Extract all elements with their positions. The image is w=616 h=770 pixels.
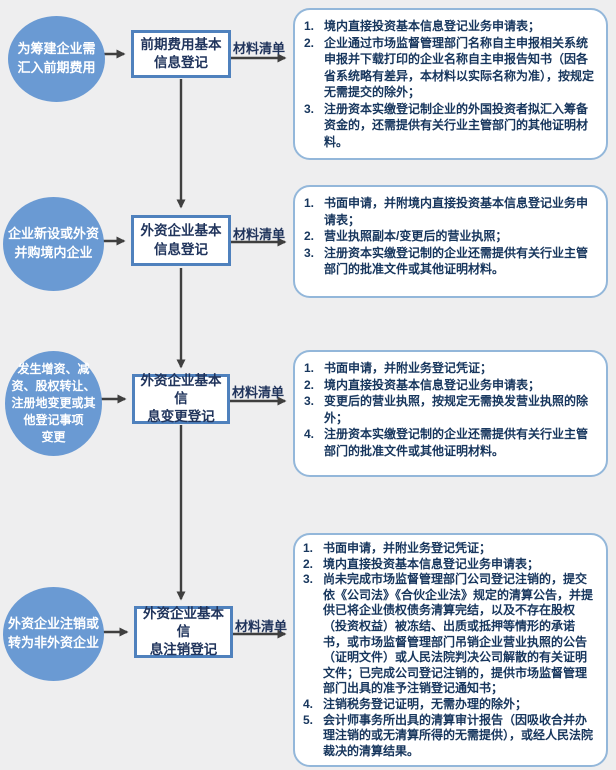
material-item-text: 尚未完成市场监督管理部门公司登记注销的，提交依《公司法》《合伙企业法》规定的清算… [323, 572, 594, 696]
trigger-text-line: 资、股权转让、 [11, 378, 96, 393]
material-item-text: 书面申请，并附业务登记凭证； [324, 361, 493, 375]
process-box-deregistration: 外资企业基本信 息注销登记 [134, 606, 233, 658]
process-box-basic-info-registration: 外资企业基本 信息登记 [131, 215, 231, 266]
trigger-ellipse-prep-funds: 为筹建企业需 汇入前期费用 [8, 16, 105, 102]
material-item-number: 2. [304, 229, 315, 244]
material-item: 4. 注销税务登记证明，无需办理的除外； [303, 697, 598, 713]
material-item: 1. 书面申请，并附境内直接投资基本信息登记业务申请表； [304, 195, 596, 228]
material-item: 3. 尚未完成市场监督管理部门公司登记注销的，提交依《公司法》《合伙企业法》规定… [303, 572, 598, 697]
material-item-text: 注册资本实缴登记制的企业还需提供有关行业主管部门的批准文件或其他证明材料。 [324, 245, 589, 277]
material-item: 4. 注册资本实缴登记制的企业还需提供有关行业主管部门的批准文件或其他证明材料。 [304, 426, 596, 459]
material-item-number: 3. [304, 245, 315, 260]
material-item: 2. 境内直接投资基本信息登记业务申请表； [303, 557, 598, 573]
materials-box-prep-fee: 1. 境内直接投资基本信息登记业务申请表； 2. 企业通过市场监督管理部门名称自… [293, 8, 608, 161]
trigger-text-line: 发生增资、减 [17, 361, 90, 376]
process-text-line: 外资企业基本 [140, 223, 222, 239]
process-text-line: 信息登记 [154, 55, 208, 70]
material-item-text: 书面申请，并附境内直接投资基本信息登记业务申请表； [324, 196, 589, 227]
material-item-number: 4. [303, 696, 314, 711]
material-item-text: 境内直接投资基本信息登记业务申请表； [324, 19, 541, 33]
trigger-text-line: 并购境内企业 [14, 245, 93, 260]
material-item-text: 企业通过市场监督管理部门名称自主申报相关系统申报并下载打印的企业名称自主申报告知… [324, 35, 595, 100]
material-item: 3. 注册资本实缴登记制企业的外国投资者拟汇入筹备资金的，还需提供有关行业主管部… [304, 101, 596, 151]
material-item: 2. 营业执照副本/变更后的营业执照； [304, 228, 596, 245]
material-item-number: 1. [304, 361, 315, 375]
material-item-number: 3. [303, 572, 314, 587]
process-box-prep-fee-registration: 前期费用基本 信息登记 [131, 30, 231, 78]
material-item-text: 营业执照副本/变更后的营业执照； [324, 229, 508, 244]
materials-box-deregistration: 1. 书面申请，并附业务登记凭证； 2. 境内直接投资基本信息登记业务申请表； … [293, 533, 608, 768]
material-item-number: 2. [304, 35, 315, 50]
process-text-line: 外资企业基本信 [140, 372, 222, 406]
material-item-text: 书面申请，并附业务登记凭证； [323, 541, 492, 555]
material-item-number: 1. [304, 19, 315, 33]
material-item-number: 2. [304, 377, 315, 392]
material-item-text: 注销税务登记证明，无需办理的除外； [323, 696, 528, 711]
trigger-ellipse-change-events: 发生增资、减 资、股权转让、 注册地变更或其 他登记事项 变更 [5, 351, 102, 456]
material-item-text: 注册资本实缴登记制的企业还需提供有关行业主管部门的批准文件或其他证明材料。 [324, 427, 589, 458]
materials-box-change: 1. 书面申请，并附业务登记凭证； 2. 境内直接投资基本信息登记业务申请表； … [293, 350, 608, 477]
material-item: 1. 书面申请，并附业务登记凭证； [303, 541, 598, 557]
materials-list-label: 材料清单 [235, 619, 288, 634]
material-item: 2. 企业通过市场监督管理部门名称自主申报相关系统申报并下载打印的企业名称自主申… [304, 35, 596, 101]
material-item-text: 会计师事务所出具的清算审计报告（因吸收合并办理注销的或无清算所得的无需提供），或… [323, 712, 594, 758]
trigger-text-line: 他登记事项 [23, 413, 84, 428]
trigger-text-line: 变更 [41, 430, 66, 445]
material-item-number: 3. [304, 394, 315, 409]
material-item-text: 境内直接投资基本信息登记业务申请表； [324, 377, 541, 392]
material-item-text: 境内直接投资基本信息登记业务申请表； [323, 556, 540, 571]
trigger-text-line: 汇入前期费用 [17, 60, 96, 75]
material-item-number: 5. [303, 712, 314, 727]
material-item-number: 1. [304, 196, 315, 210]
material-item: 2. 境内直接投资基本信息登记业务申请表； [304, 377, 596, 394]
material-item-number: 1. [303, 541, 314, 555]
trigger-text-line: 企业新设或外资 [7, 226, 99, 242]
materials-list-label: 材料清单 [233, 227, 286, 242]
process-text-line: 息变更登记 [147, 409, 215, 425]
process-text-line: 信息登记 [154, 241, 208, 257]
trigger-ellipse-new-establishment: 企业新设或外资 并购境内企业 [3, 197, 104, 291]
materials-box-basic-info: 1. 书面申请，并附境内直接投资基本信息登记业务申请表； 2. 营业执照副本/变… [293, 185, 608, 298]
trigger-text-line: 转为非外资企业 [7, 635, 99, 650]
trigger-text-line: 外资企业注销或 [7, 616, 99, 632]
material-item-text: 注册资本实缴登记制企业的外国投资者拟汇入筹备资金的，还需提供有关行业主管部门的其… [324, 101, 589, 149]
process-text-line: 息注销登记 [149, 642, 218, 658]
trigger-ellipse-deregistration: 外资企业注销或 转为非外资企业 [3, 587, 104, 681]
process-box-change-registration: 外资企业基本信 息变更登记 [132, 372, 230, 425]
process-text-line: 前期费用基本 [140, 36, 222, 52]
trigger-text-line: 注册地变更或其 [11, 395, 96, 410]
material-item: 1. 书面申请，并附业务登记凭证； [304, 360, 596, 377]
trigger-text-line: 为筹建企业需 [17, 41, 96, 57]
material-item: 1. 境内直接投资基本信息登记业务申请表； [304, 18, 596, 35]
material-item-number: 2. [303, 556, 314, 571]
material-item: 3. 注册资本实缴登记制的企业还需提供有关行业主管部门的批准文件或其他证明材料。 [304, 245, 596, 278]
process-text-line: 外资企业基本信 [143, 605, 224, 639]
material-item-number: 4. [304, 427, 315, 442]
material-item: 3. 变更后的营业执照，按规定无需换发营业执照的除外； [304, 393, 596, 426]
materials-list-label: 材料清单 [233, 41, 286, 56]
material-item-number: 3. [304, 101, 315, 116]
material-item: 5. 会计师事务所出具的清算审计报告（因吸收合并办理注销的或无清算所得的无需提供… [303, 713, 598, 760]
material-item-text: 变更后的营业执照，按规定无需换发营业执照的除外； [324, 394, 589, 425]
materials-list-label: 材料清单 [232, 385, 285, 400]
